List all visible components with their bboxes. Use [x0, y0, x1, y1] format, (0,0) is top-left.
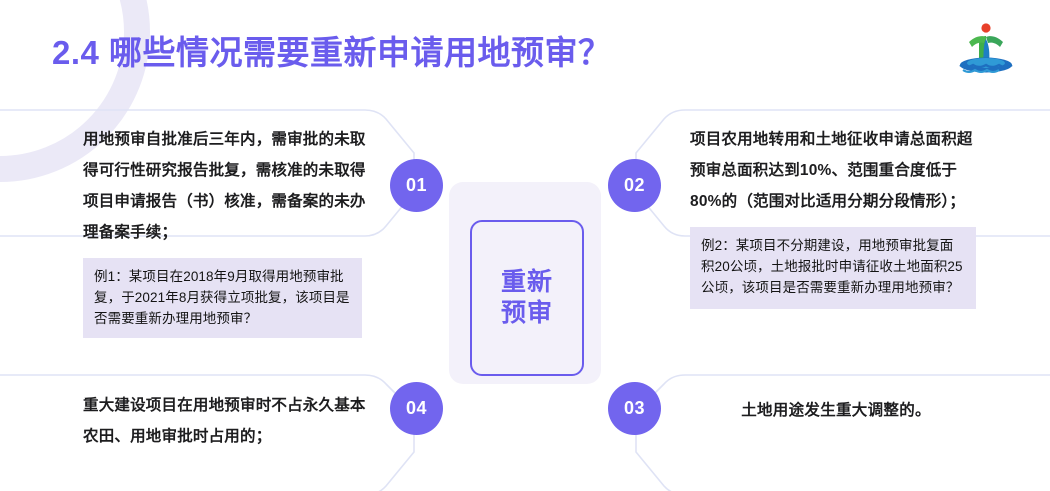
- page-title: 2.4 哪些情况需要重新申请用地预审？: [52, 34, 612, 71]
- node-01-text: 用地预审自批准后三年内，需审批的未取得可行性研究报告批复，需核准的未取得项目申请…: [83, 131, 366, 241]
- node-04-text: 重大建设项目在用地预审时不占永久基本农田、用地审批时占用的；: [83, 397, 366, 445]
- node-panel-02: 项目农用地转用和土地征收申请总面积超预审总面积达到10%、范围重合度低于80%的…: [690, 124, 982, 309]
- node-02-example-text: 例2：某项目不分期建设，用地预审批复面积20公顷，土地报批时申请征收土地面积25…: [701, 238, 963, 295]
- node-badge-04[interactable]: 04: [390, 382, 443, 435]
- node-panel-01: 用地预审自批准后三年内，需审批的未取得可行性研究报告批复，需核准的未取得项目申请…: [83, 124, 375, 338]
- node-02-text: 项目农用地转用和土地征收申请总面积超预审总面积达到10%、范围重合度低于80%的…: [690, 131, 973, 210]
- node-badge-02[interactable]: 02: [608, 159, 661, 212]
- center-plate: [449, 182, 601, 384]
- node-01-example-box: 例1：某项目在2018年9月取得用地预审批复，于2021年8月获得立项批复，该项…: [83, 258, 362, 338]
- center-card-line-2: 预审: [500, 299, 553, 327]
- node-02-example-box: 例2：某项目不分期建设，用地预审批复面积20公顷，土地报批时申请征收土地面积25…: [690, 227, 976, 309]
- center-card: 重新 预审: [470, 220, 584, 376]
- node-panel-04: 重大建设项目在用地预审时不占永久基本农田、用地审批时占用的；: [83, 390, 375, 452]
- node-03-text: 土地用途发生重大调整的。: [741, 402, 931, 419]
- node-01-example-text: 例1：某项目在2018年9月取得用地预审批复，于2021年8月获得立项批复，该项…: [94, 269, 350, 326]
- node-panel-03: 土地用途发生重大调整的。: [690, 398, 982, 420]
- organization-logo: [955, 18, 1017, 78]
- node-badge-01[interactable]: 01: [390, 159, 443, 212]
- center-card-line-1: 重新: [500, 267, 553, 296]
- node-badge-03[interactable]: 03: [608, 382, 661, 435]
